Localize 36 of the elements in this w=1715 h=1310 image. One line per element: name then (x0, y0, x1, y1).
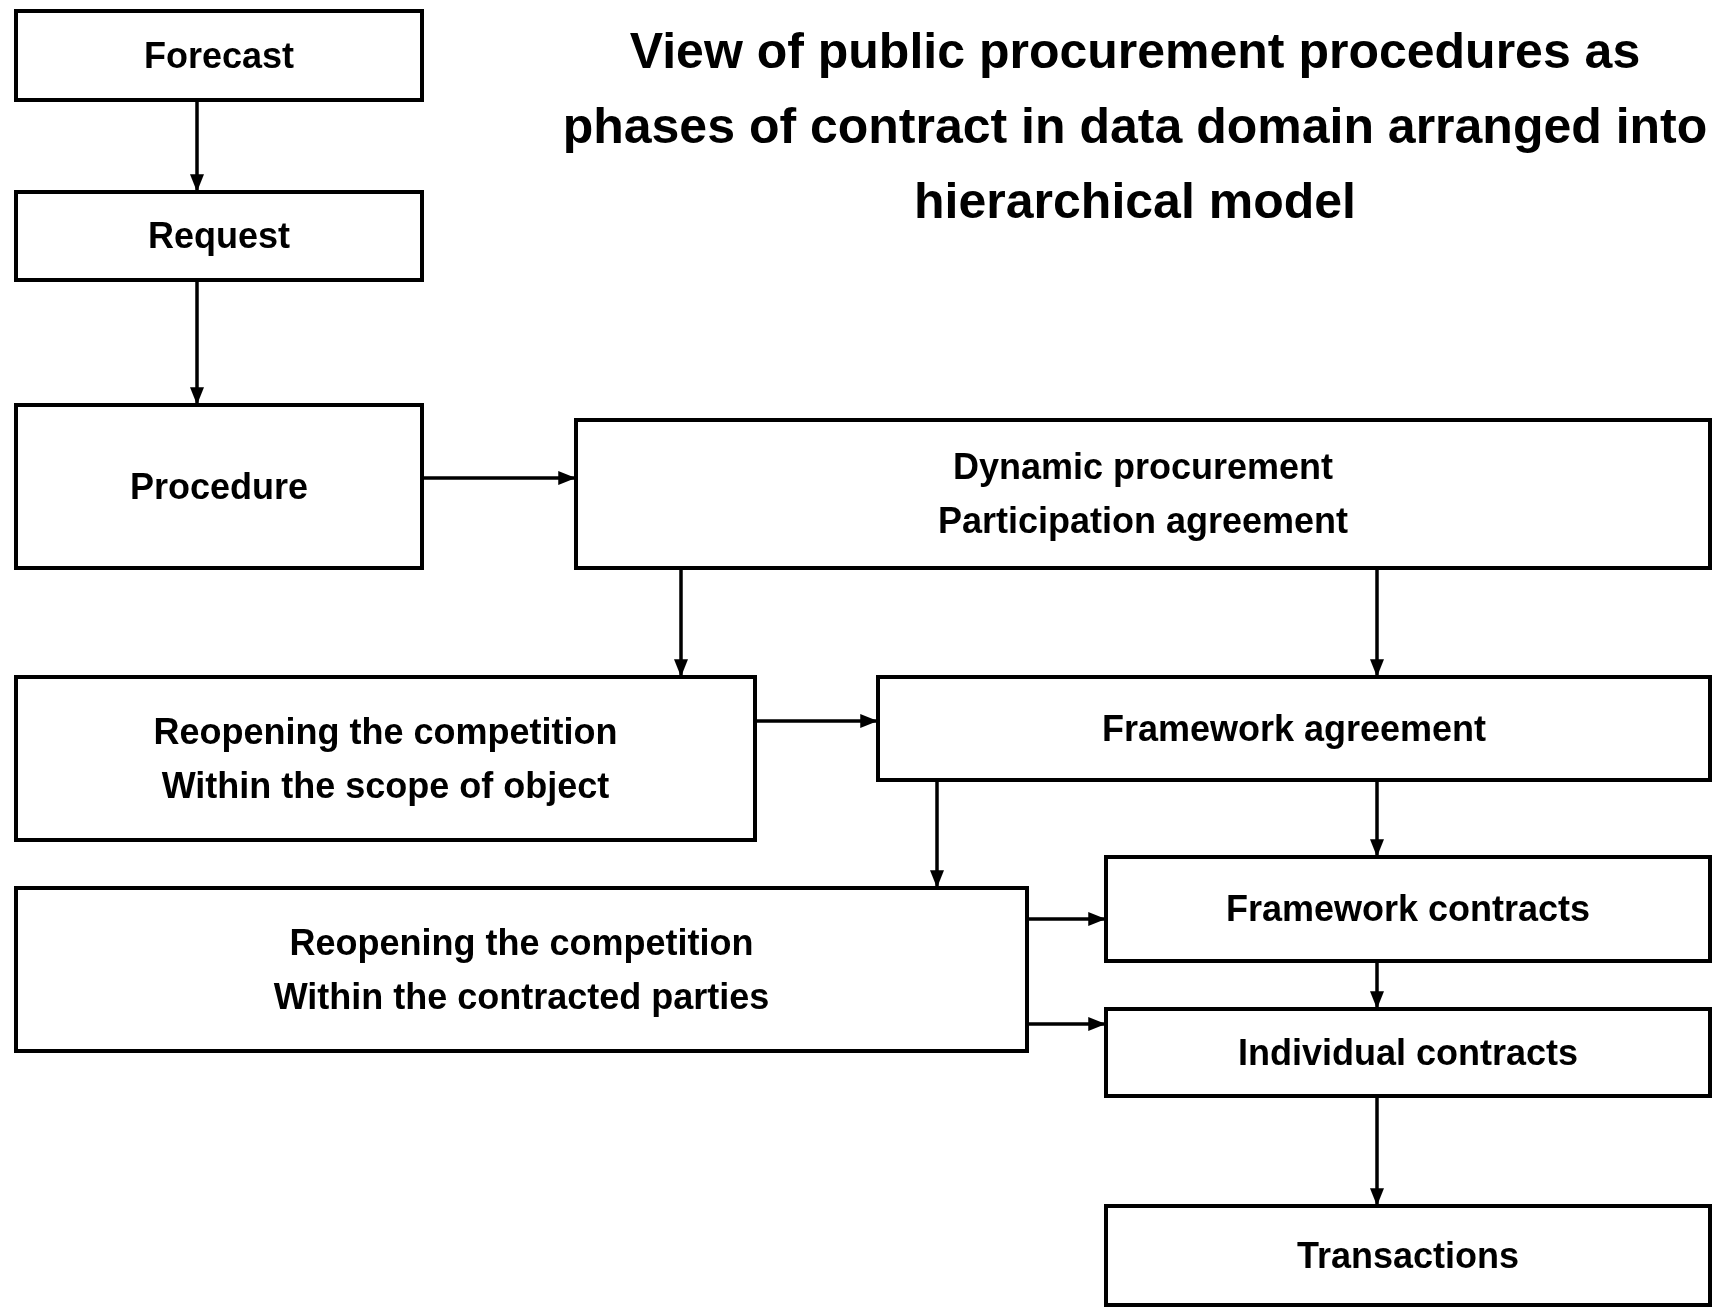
box-label: Participation agreement (937, 499, 1349, 543)
process-box (1104, 1204, 1712, 1307)
arrow (757, 714, 878, 728)
box-label: Framework agreement (1101, 706, 1487, 751)
box-label: Transactions (1296, 1233, 1520, 1278)
process-box (574, 418, 1712, 570)
box-label: Reopening the competition (289, 920, 754, 965)
process-box (1104, 855, 1712, 963)
arrow (1370, 570, 1384, 677)
box-label: Framework contracts (1225, 887, 1591, 931)
process-box (14, 403, 424, 570)
arrow (1370, 782, 1384, 857)
box-label: Forecast (143, 33, 295, 78)
box-label: Reopening the competition (153, 709, 618, 754)
box-label: Procedure (129, 464, 309, 509)
arrow (424, 471, 576, 485)
arrow (1029, 1017, 1106, 1031)
arrow (930, 782, 944, 888)
arrow (1370, 1098, 1384, 1206)
arrow (674, 570, 688, 677)
process-box (876, 675, 1712, 782)
process-box (14, 675, 757, 842)
process-box (14, 190, 424, 282)
box-label: Request (148, 214, 290, 258)
box-label: Within the contracted parties (273, 974, 770, 1019)
arrow (1370, 963, 1384, 1009)
arrow (190, 282, 204, 405)
process-box (1104, 1007, 1712, 1098)
diagram-title: View of public procurement procedures as phases of contract in data domain arranged into hierarchical model (561, 22, 1709, 231)
box-label: Within the scope of object (161, 763, 610, 808)
box-label: Dynamic procurement (952, 445, 1334, 489)
process-box (14, 9, 424, 102)
process-box (14, 886, 1029, 1053)
arrow (190, 102, 204, 192)
arrow (1029, 912, 1106, 926)
box-label: Individual contracts (1237, 1030, 1579, 1075)
